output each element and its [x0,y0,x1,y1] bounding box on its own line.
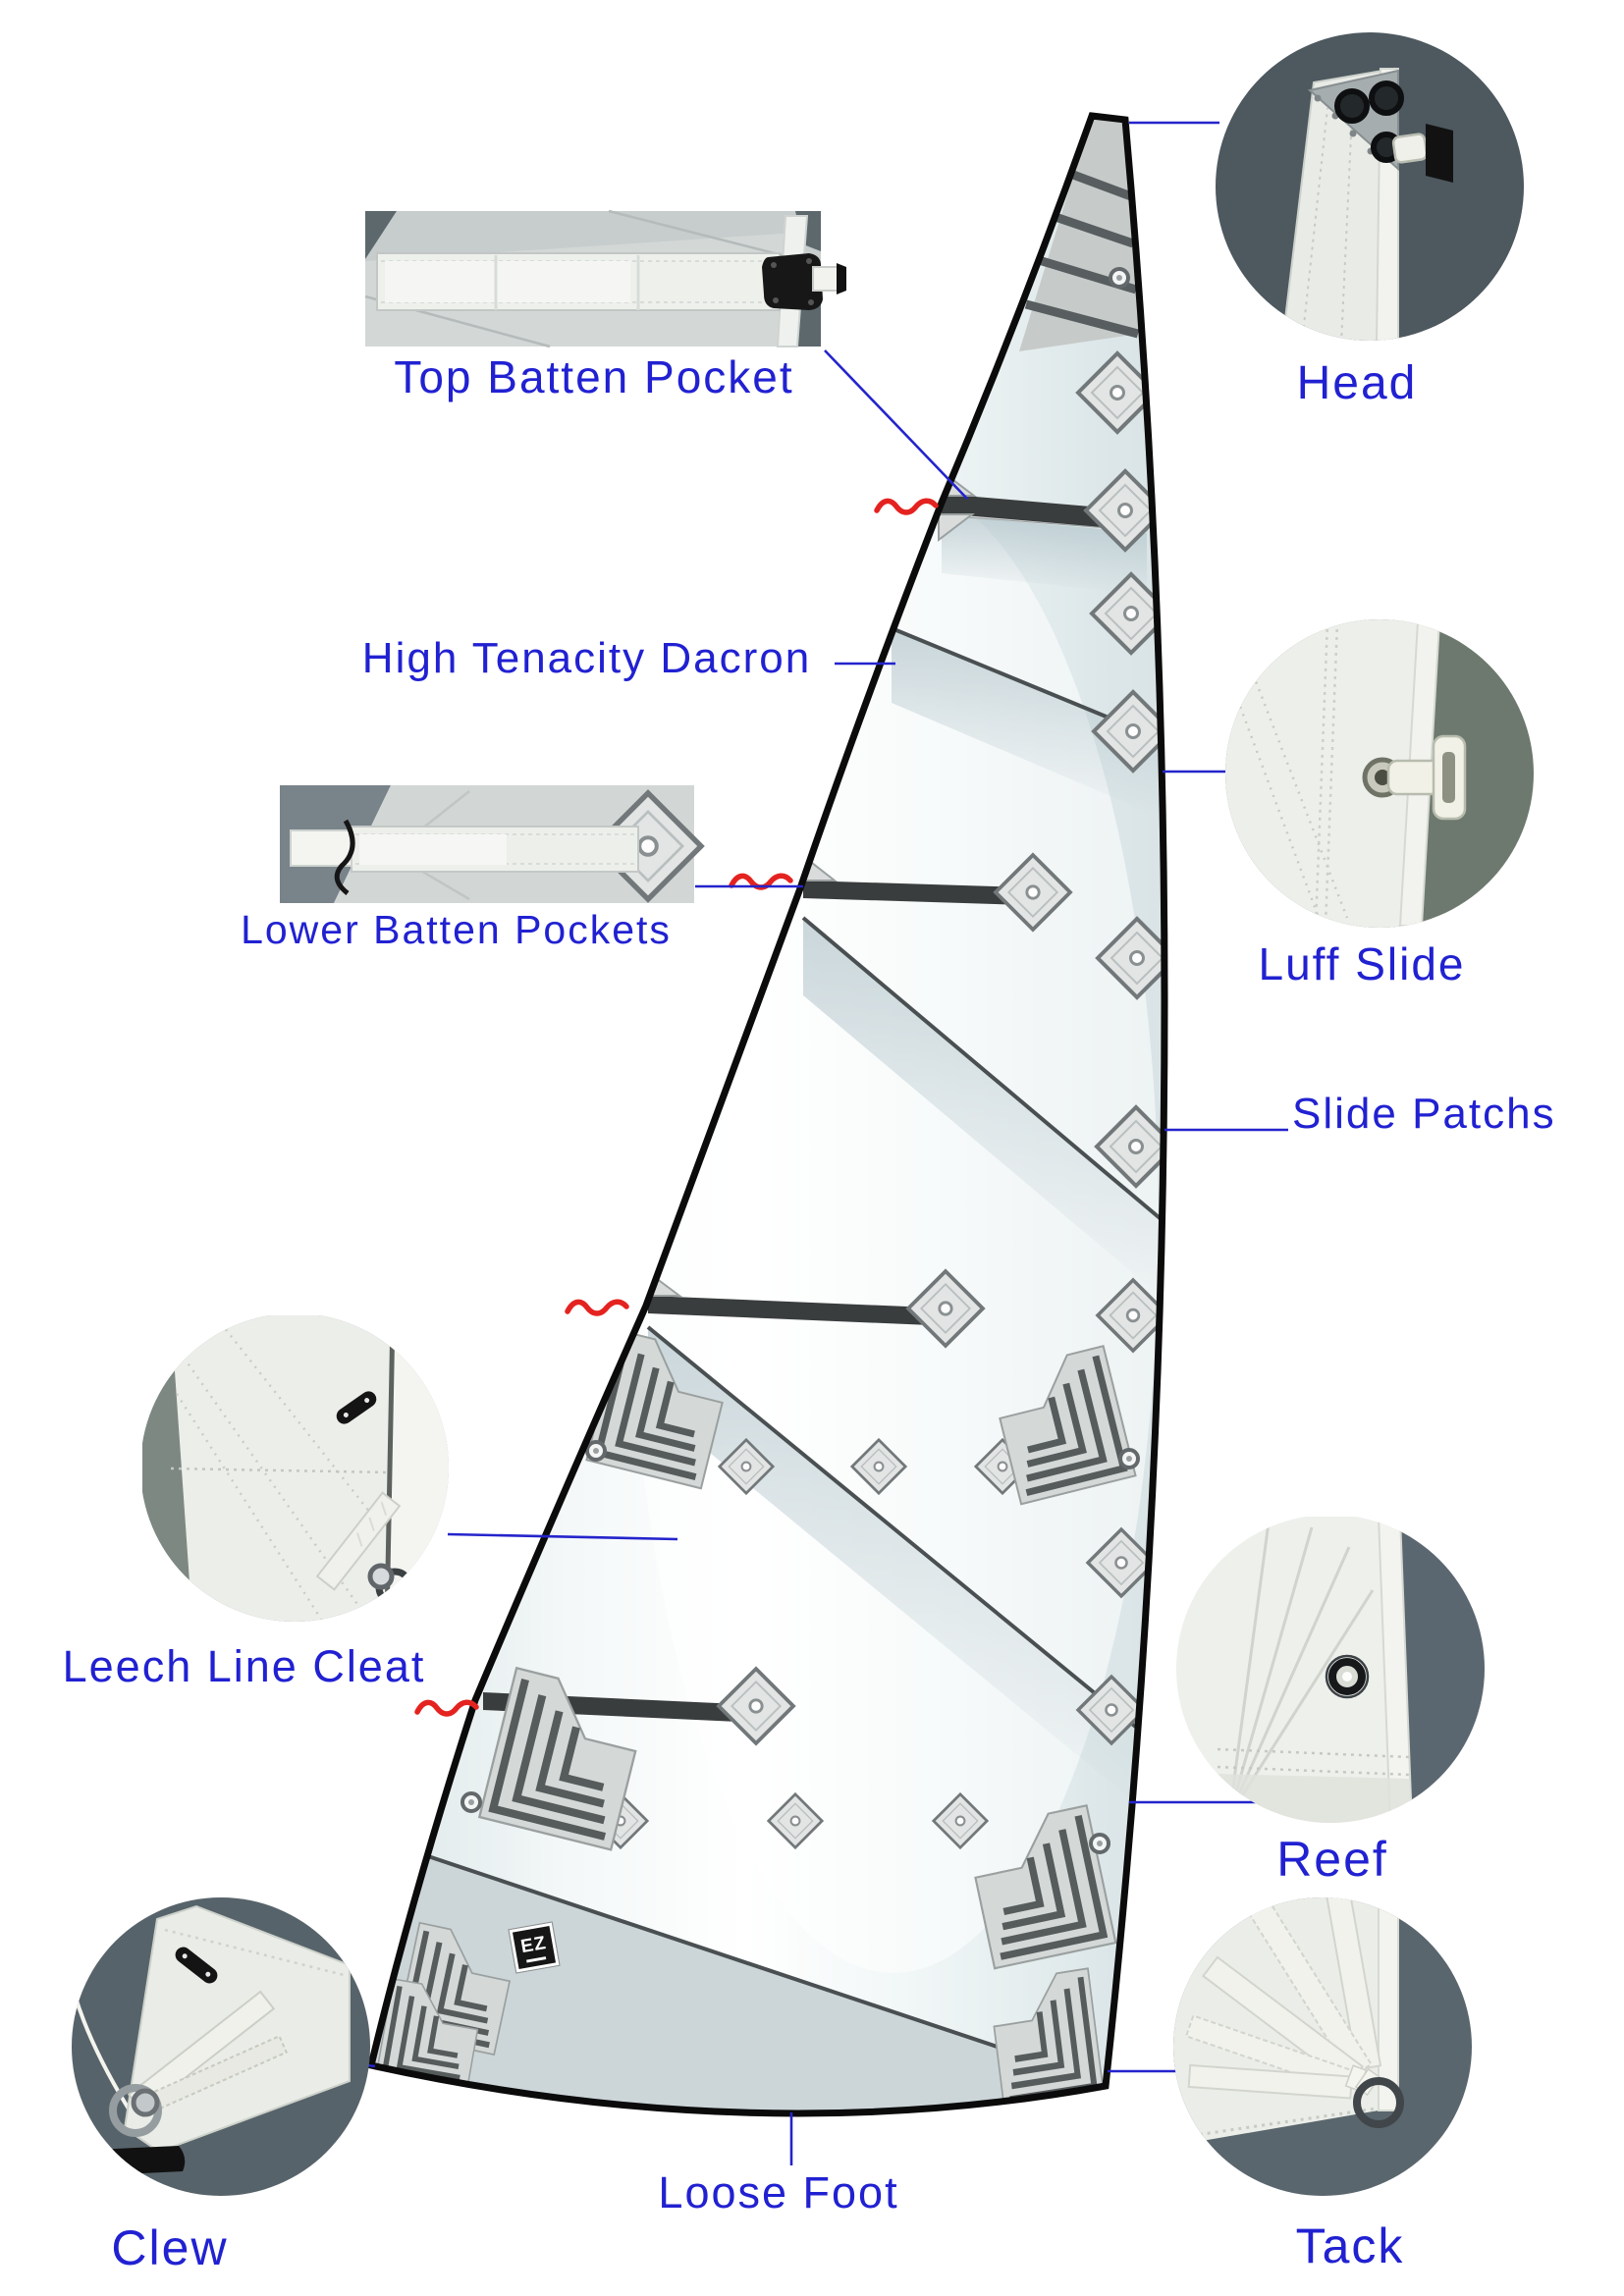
head-shackle [1391,133,1429,164]
head-patch [1019,116,1140,351]
rubber-base [93,2146,186,2175]
label-top-batten-pocket: Top Batten Pocket [394,351,794,402]
head-grommet [1369,80,1404,116]
sail-outline [366,112,1168,2117]
clew-ring [109,2084,162,2137]
label-lower-batten-pockets: Lower Batten Pockets [241,907,672,952]
callout-leech-line-cleat [447,1532,678,1541]
label-tack: Tack [1295,2218,1405,2273]
label-reef: Reef [1276,1832,1388,1887]
clew-cleat [175,1947,218,1984]
elastic-loop [334,819,355,895]
reef-grommet [460,1791,482,1813]
label-slide-patchs: Slide Patchs [1292,1090,1556,1138]
tack-fan-straps [1184,1897,1382,2100]
label-loose-foot: Loose Foot [658,2167,899,2217]
reef-photo [1176,1516,1485,1823]
head-grommet [1334,88,1370,124]
tack-photo [1173,1897,1472,2196]
label-high-tenacity-dacron: High Tenacity Dacron [361,634,812,682]
mast-slug [1426,124,1453,183]
luff-slide-photo [1225,619,1534,928]
reef-grommet [1118,1448,1140,1469]
label-clew: Clew [111,2220,229,2275]
ez-logo: EZ [509,1922,560,1973]
clew-photo [72,1897,370,2196]
reef-grommet [585,1440,607,1462]
label-leech-line-cleat: Leech Line Cleat [62,1641,426,1691]
label-luff-slide: Luff Slide [1258,938,1466,989]
label-head: Head [1296,357,1418,409]
head-photo [1216,32,1524,341]
callout-top-batten-pocket [824,349,968,500]
leech-line-cleat-photo [142,1314,449,1622]
lower-batten-pockets-photo [280,785,701,903]
callout-lines [343,121,1288,2165]
ez-logo-text: EZ [518,1932,549,1957]
tack-ring [1353,2077,1404,2128]
leech-line-cord [72,1923,132,2112]
batten-3 [648,1296,931,1325]
batten-end-cap [762,253,823,310]
foot-panel [371,1855,1106,2113]
reef-grommet [1089,1833,1110,1854]
leech-cleat [336,1391,377,1424]
ez-logo-bar [525,1955,547,1963]
batten-2 [803,881,1027,905]
top-batten-pocket-photo [364,209,846,348]
